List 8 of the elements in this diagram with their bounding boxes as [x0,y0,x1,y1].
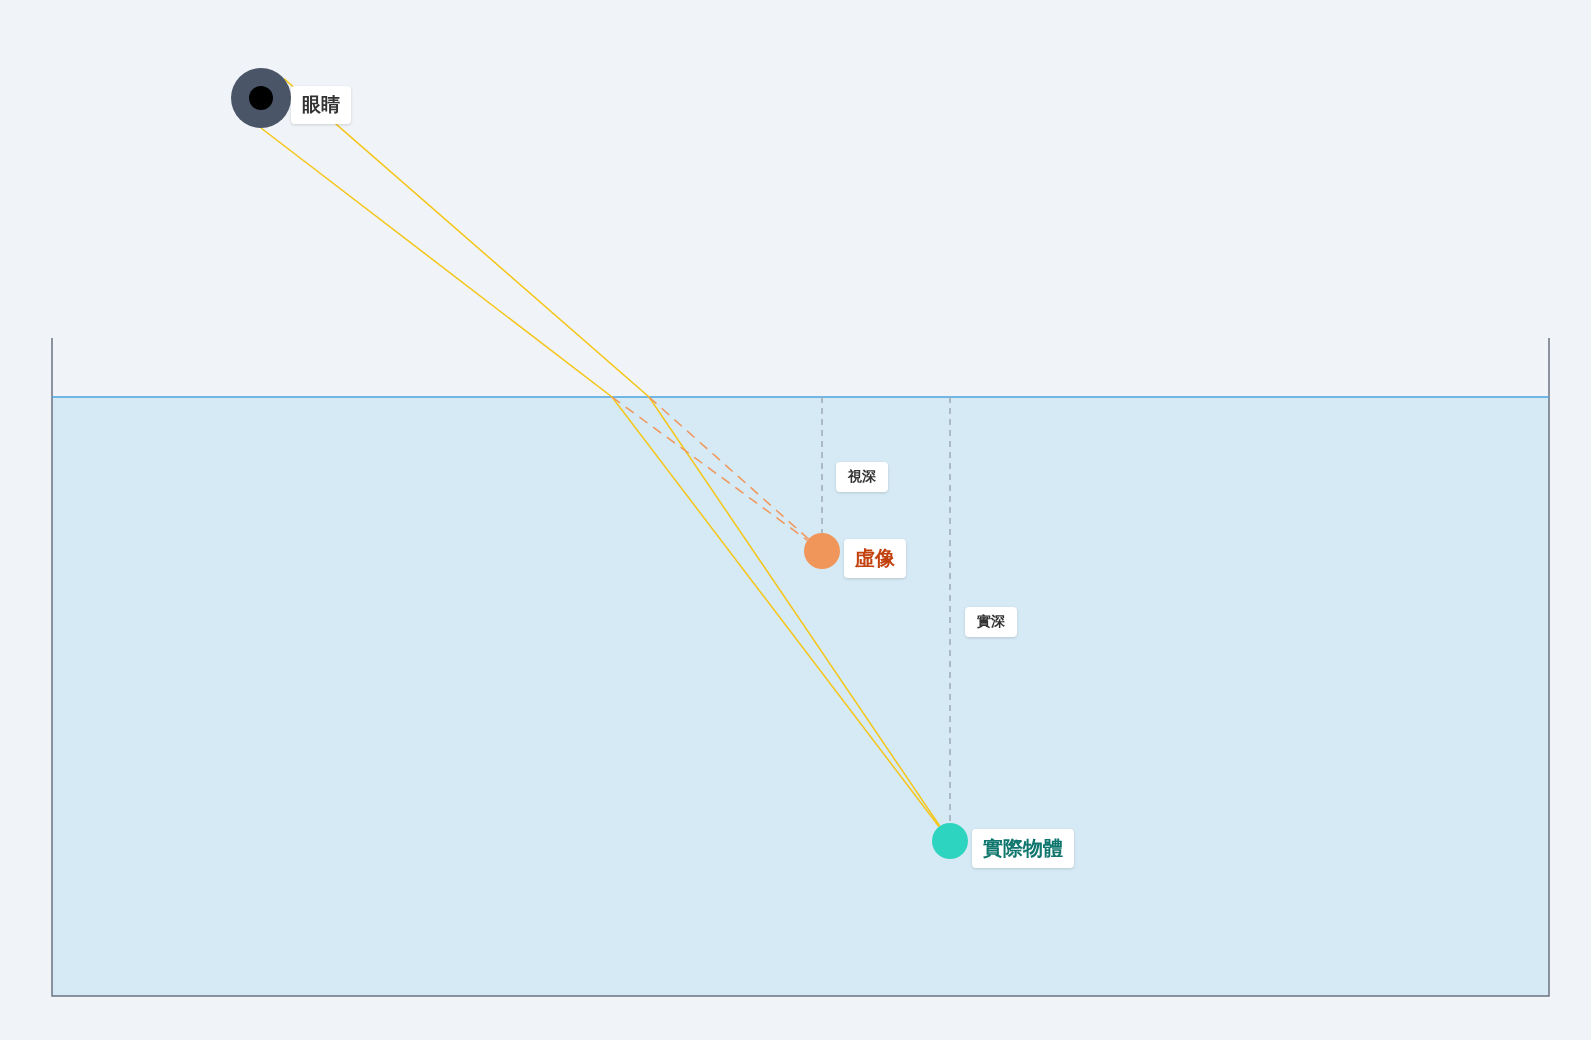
depth-label: 實深 [965,607,1017,637]
name-label: 實際物體 [972,829,1074,868]
eye-icon [231,68,291,128]
depth-label: 視深 [836,462,888,492]
ray-extension-line [648,396,810,540]
name-label: 眼睛 [291,86,351,124]
name-label: 虛像 [844,539,906,578]
ray-extension-line [611,396,809,542]
